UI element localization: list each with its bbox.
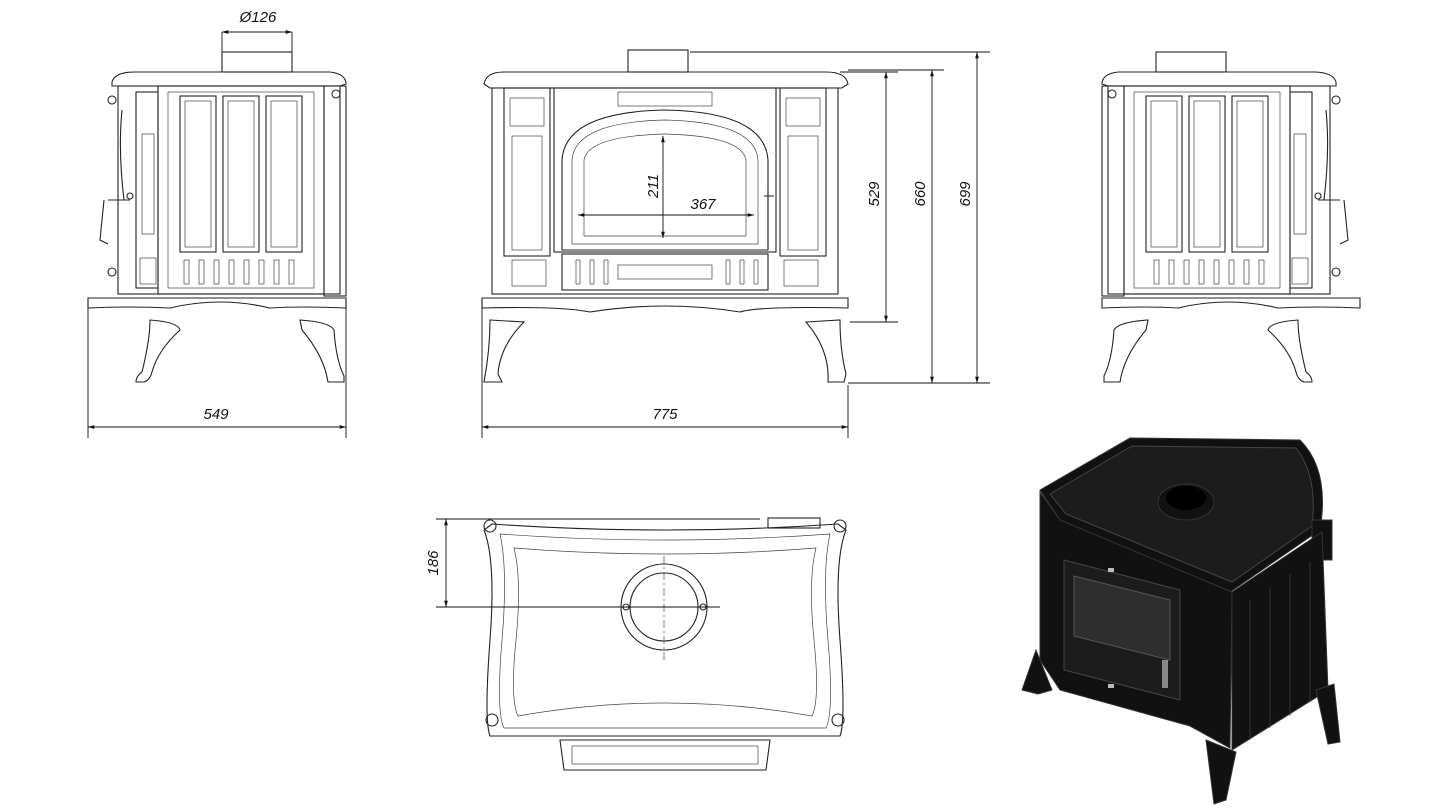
stove-3d-render bbox=[1021, 437, 1341, 805]
window-height-label: 211 bbox=[645, 174, 662, 199]
top-height-label: 660 bbox=[912, 181, 929, 207]
flue-offset-label: 186 bbox=[425, 550, 442, 576]
width-dimension-label: 775 bbox=[652, 406, 678, 423]
front-view: 211 367 529 660 699 775 bbox=[481, 49, 990, 438]
window-width-label: 367 bbox=[690, 196, 716, 213]
depth-dimension-label: 549 bbox=[203, 406, 229, 423]
side-view-left: Ø126 549 bbox=[87, 9, 347, 438]
flue-axis-height-label: 529 bbox=[866, 181, 883, 207]
flue-diameter-label: Ø126 bbox=[239, 9, 277, 26]
side-view-right bbox=[1101, 51, 1361, 383]
top-view: 186 bbox=[425, 517, 847, 771]
total-height-label: 699 bbox=[957, 181, 974, 207]
